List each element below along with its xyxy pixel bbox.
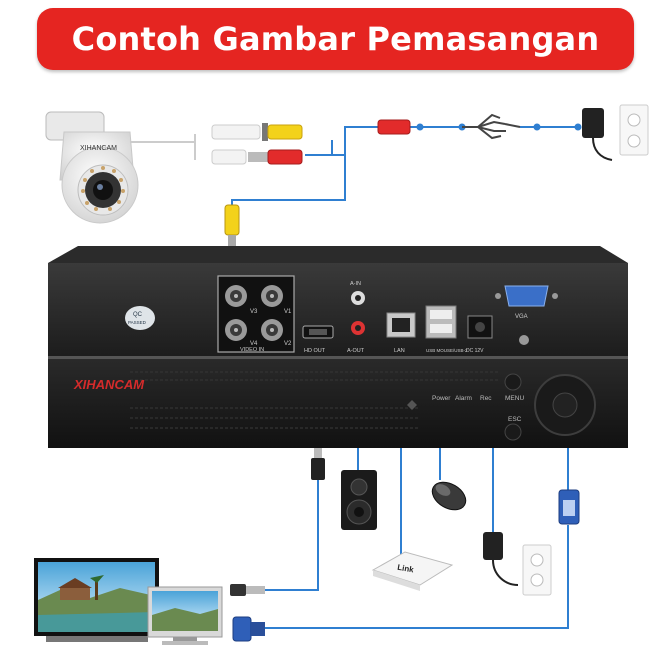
vga-plug-monitor: [232, 616, 265, 642]
port-lan: LAN: [394, 348, 405, 354]
port-hd-out: HD OUT: [304, 348, 326, 354]
cable-dots: [416, 123, 582, 131]
banner-title: Contoh Gambar Pemasangan: [71, 20, 600, 58]
port-dc: DC 12V: [466, 348, 484, 354]
front-label-menu: MENU: [505, 395, 524, 402]
cable-camera-to-dc-splitter: [332, 126, 378, 156]
tv-monitor: [34, 558, 159, 642]
cable-vga-to-monitor: [265, 525, 569, 629]
front-label-power: Power: [432, 395, 451, 402]
router-label: Link: [397, 563, 415, 575]
front-label-alarm: Alarm: [455, 395, 472, 402]
power-adapter-bottom: [483, 532, 552, 596]
port-a-out: A-OUT: [347, 348, 365, 354]
dc-plug-red: [377, 119, 411, 135]
qc-label: QC: [133, 312, 143, 318]
dome-camera: XIHANCAM: [45, 111, 303, 257]
camera-brand: XIHANCAM: [80, 145, 117, 152]
mouse: [431, 481, 467, 511]
power-splitter: [462, 113, 521, 140]
front-label-esc: ESC: [508, 416, 522, 423]
port-vga: VGA: [515, 314, 528, 320]
pc-monitor: [147, 586, 223, 645]
front-label-rec: Rec: [480, 395, 492, 402]
vga-connector: [558, 489, 580, 525]
dvr-brand: XIHANCAM: [73, 377, 145, 392]
port-video-in: VIDEO IN: [240, 347, 264, 353]
qc-passed: PASSED: [128, 320, 147, 325]
dvr-recorder: XIHANCAM Power Alarm Rec MENU ESC QC PAS…: [48, 246, 628, 448]
router: Link: [371, 551, 454, 591]
hdmi-connector: [311, 448, 325, 480]
bnc-ports: [225, 285, 283, 341]
port-a-in: A-IN: [350, 281, 361, 287]
port-v1: V1: [284, 309, 292, 315]
port-usb: USB MOUSE/USB-2: [426, 348, 468, 353]
speaker: [341, 470, 377, 530]
port-v4: V4: [250, 341, 258, 347]
port-v2: V2: [284, 341, 292, 347]
hdmi-plug-monitor: [230, 584, 265, 596]
title-banner: Contoh Gambar Pemasangan: [37, 8, 634, 70]
cable-camera-to-dc-splitter-lower: [305, 140, 333, 156]
port-v3: V3: [250, 309, 258, 315]
power-adapter-top: [582, 104, 649, 161]
